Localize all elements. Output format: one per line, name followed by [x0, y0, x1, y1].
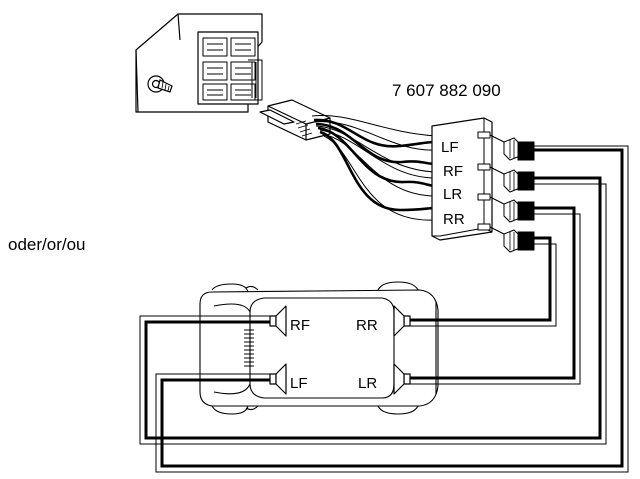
- adapter-label-lr: LR: [443, 186, 462, 203]
- wire-bundle: [311, 114, 437, 221]
- car-label-rr: RR: [356, 317, 378, 334]
- plug-rf: [503, 169, 535, 193]
- adapter-label-rf: RF: [443, 163, 463, 180]
- adapter-label-rr: RR: [443, 211, 465, 228]
- speaker-rf-icon: [269, 305, 287, 337]
- cable-rf: [139, 176, 607, 445]
- speaker-plugs: [503, 137, 535, 253]
- part-number: 7 607 882 090: [392, 81, 501, 100]
- speaker-cables: [139, 145, 629, 473]
- car-label-lf: LF: [290, 375, 308, 392]
- cable-rr: [410, 236, 557, 327]
- speaker-adapter: [431, 117, 493, 241]
- plug-lr: [503, 199, 535, 223]
- adapter-leads: [489, 134, 505, 235]
- iso-plug: [259, 99, 331, 141]
- speaker-lf-icon: [269, 363, 287, 395]
- plug-rr: [503, 229, 535, 253]
- car-label-lr: LR: [358, 375, 377, 392]
- adapter-label-lf: LF: [441, 139, 459, 156]
- mounting-bolt-icon: [147, 75, 173, 93]
- alternative-text: oder/or/ou: [8, 235, 86, 254]
- cable-lr: [410, 206, 581, 385]
- cable-lf: [155, 145, 629, 473]
- plug-lf: [503, 137, 535, 161]
- car-label-rf: RF: [290, 317, 310, 334]
- radio-unit: [135, 13, 263, 113]
- dashboard-grille: [244, 329, 254, 367]
- car-outline: [199, 281, 439, 415]
- speaker-lr-icon: [393, 363, 411, 395]
- speaker-rr-icon: [393, 305, 411, 337]
